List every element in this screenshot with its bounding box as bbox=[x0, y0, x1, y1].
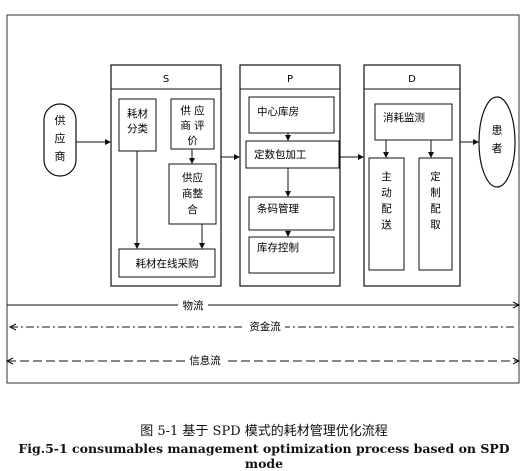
box-scheduled-pickup bbox=[418, 157, 453, 271]
box-classify bbox=[118, 98, 157, 152]
active-line-1: 主 bbox=[381, 171, 392, 183]
active-line-3: 配 bbox=[381, 203, 392, 215]
section-p: P 中心库房 定数包加工 条码管理 库存控制 bbox=[239, 64, 341, 287]
patient-label-1: 患 bbox=[492, 124, 503, 137]
purchase-label: 耗材在线采购 bbox=[136, 257, 199, 270]
box-monitoring bbox=[374, 103, 453, 141]
capital-label: 资金流 bbox=[249, 320, 281, 333]
box-purchase bbox=[118, 248, 216, 278]
integrate-line-3: 合 bbox=[187, 203, 198, 216]
classify-line-1: 耗材 bbox=[127, 107, 148, 120]
section-s-title: S bbox=[163, 74, 169, 85]
supplier-node: 供 应 商 bbox=[43, 103, 77, 177]
scheduled-line-3: 配 bbox=[430, 203, 441, 215]
box-inventory bbox=[248, 236, 335, 274]
information-flow: 信息流 bbox=[5, 354, 521, 367]
scheduled-line-2: 制 bbox=[430, 186, 441, 199]
active-line-4: 送 bbox=[381, 218, 392, 231]
section-d: D 消耗监测 主 动 配 送 定 制 配 取 bbox=[363, 64, 461, 287]
information-label: 信息流 bbox=[189, 354, 221, 367]
capital-flow: 资金流 bbox=[8, 320, 516, 333]
evaluate-line-1: 供 应 bbox=[180, 104, 205, 117]
evaluate-line-2: 商 评 bbox=[180, 119, 205, 132]
supplier-label-1: 供 bbox=[55, 113, 66, 127]
monitoring-label: 消耗监测 bbox=[383, 111, 425, 124]
box-barcode bbox=[248, 196, 335, 231]
supplier-label-3: 商 bbox=[55, 149, 66, 163]
box-packaging bbox=[245, 140, 340, 169]
section-p-title: P bbox=[287, 74, 293, 85]
box-integrate bbox=[168, 163, 217, 225]
box-warehouse bbox=[248, 96, 335, 134]
caption-chinese: 图 5-1 基于 SPD 模式的耗材管理优化流程 bbox=[140, 424, 388, 439]
box-active-delivery bbox=[368, 157, 405, 271]
logistics-label: 物流 bbox=[183, 299, 204, 312]
active-line-2: 动 bbox=[381, 187, 392, 199]
integrate-line-1: 供应 bbox=[182, 171, 203, 184]
scheduled-line-1: 定 bbox=[430, 170, 441, 183]
patient-node: 患 者 bbox=[478, 96, 516, 188]
box-evaluate bbox=[170, 98, 215, 150]
evaluate-line-3: 价 bbox=[187, 135, 198, 147]
section-d-title: D bbox=[408, 74, 416, 85]
supplier-label-2: 应 bbox=[55, 131, 66, 145]
section-s: S 耗材 分类 供 应 商 评 价 供应 商整 合 耗材在线采购 bbox=[110, 64, 222, 287]
barcode-label: 条码管理 bbox=[257, 202, 299, 215]
warehouse-label: 中心库房 bbox=[257, 105, 299, 118]
classify-line-2: 分类 bbox=[127, 122, 148, 135]
patient-label-2: 者 bbox=[492, 142, 503, 155]
logistics-flow: 物流 bbox=[7, 299, 521, 312]
packaging-label: 定数包加工 bbox=[254, 148, 307, 161]
scheduled-line-4: 取 bbox=[430, 219, 441, 231]
caption-english: Fig.5-1 consumables management optimizat… bbox=[18, 441, 510, 471]
inventory-label: 库存控制 bbox=[257, 241, 299, 254]
integrate-line-2: 商整 bbox=[182, 187, 203, 200]
outer-frame bbox=[6, 14, 520, 384]
